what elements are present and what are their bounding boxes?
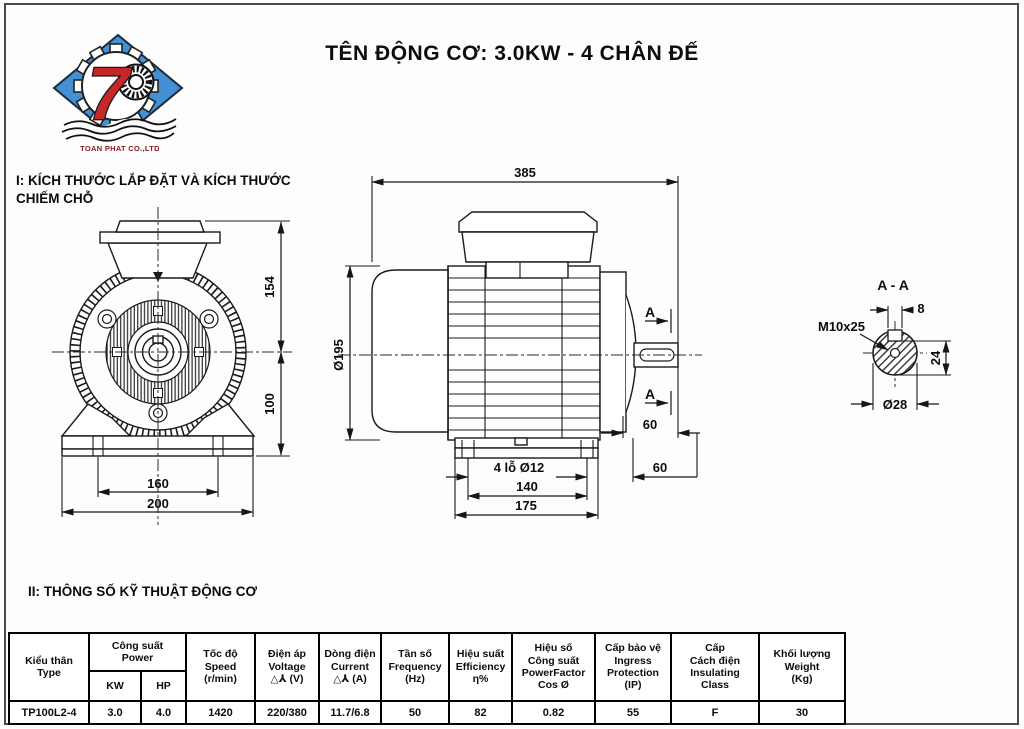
page-title: TÊN ĐỘNG CƠ: 3.0KW - 4 CHÂN ĐẾ	[325, 42, 699, 65]
dim-label-154: 154	[262, 275, 277, 297]
logo-company-name: TOAN PHAT CO.,LTD	[80, 144, 160, 153]
cell-speed: 1420	[185, 700, 256, 725]
cell-insulation: F	[670, 700, 760, 725]
wave-band	[50, 117, 190, 156]
col-header-type: Kiểu thân Type	[8, 632, 90, 702]
col-header-voltage: Điện áp Voltage △⅄ (V)	[254, 632, 320, 702]
cell-voltage: 220/380	[254, 700, 320, 725]
col-header-insulation: Cấp Cách điện Insulating Class	[670, 632, 760, 702]
cell-type: TP100L2-4	[8, 700, 90, 725]
section-marker-a-bottom: A	[645, 386, 655, 402]
col-header-weight: Khối lượng Weight (Kg)	[758, 632, 846, 702]
dim-label-60-offset: 60	[653, 460, 667, 475]
dim-label-140: 140	[516, 479, 538, 494]
dim-label-100: 100	[262, 393, 277, 415]
col-header-power: Công suất Power	[88, 632, 187, 672]
cell-efficiency: 82	[448, 700, 513, 725]
cell-protection: 55	[594, 700, 672, 725]
dim-label-160: 160	[147, 476, 169, 491]
col-header-efficiency: Hiệu suất Efficiency η%	[448, 632, 513, 702]
logo-monogram: 7	[87, 52, 133, 137]
side-view: 385 Ø195 A A 60 4 lỗ Ø12	[331, 165, 702, 519]
col-header-power-factor: Hiệu số Công suất PowerFactor Cos Ø	[511, 632, 596, 702]
cell-frequency: 50	[380, 700, 450, 725]
cell-kw: 3.0	[88, 700, 142, 725]
dim-label-dia28: Ø28	[883, 397, 908, 412]
cell-current: 11.7/6.8	[318, 700, 382, 725]
spec-table: Kiểu thân Type Công suất Power Tốc độ Sp…	[8, 632, 846, 725]
col-header-current: Dòng điện Current △⅄ (A)	[318, 632, 382, 702]
dim-label-385: 385	[514, 165, 536, 180]
dim-label-200: 200	[147, 496, 169, 511]
col-header-speed: Tốc độ Speed (r/min)	[185, 632, 256, 702]
section-i-heading: I: KÍCH THƯỚC LẮP ĐẶT VÀ KÍCH THƯỚC CHIẾ…	[16, 173, 291, 207]
dim-label-24: 24	[928, 350, 943, 365]
dim-label-175: 175	[515, 498, 537, 513]
section-aa-view: A - A 8 M10x25 24 Ø28	[818, 277, 951, 412]
dim-label-60-shaft: 60	[643, 417, 657, 432]
dim-label-foot-holes: 4 lỗ Ø12	[494, 460, 545, 475]
company-logo: 7 TOAN PHAT CO.,LTD	[50, 33, 190, 156]
col-header-frequency: Tần số Frequency (Hz)	[380, 632, 450, 702]
spec-row: TP100L2-4 3.0 4.0 1420 220/380 11.7/6.8 …	[8, 700, 846, 725]
section-ii-heading: II: THÔNG SỐ KỸ THUẬT ĐỘNG CƠ	[28, 584, 258, 599]
front-view: 154 100 160 200	[52, 207, 292, 525]
section-marker-a-top: A	[645, 304, 655, 320]
cell-hp: 4.0	[140, 700, 187, 725]
thread-spec-label: M10x25	[818, 319, 865, 334]
section-aa-title: A - A	[877, 277, 909, 293]
bearing-icon	[117, 63, 155, 101]
technical-drawing: 154 100 160 200	[52, 165, 951, 525]
dim-label-8: 8	[917, 301, 924, 316]
col-header-protection: Cấp bảo vệ Ingress Protection (IP)	[594, 632, 672, 702]
col-header-kw: KW	[88, 670, 142, 702]
cell-weight: 30	[758, 700, 846, 725]
col-header-hp: HP	[140, 670, 187, 702]
cell-power-factor: 0.82	[511, 700, 596, 725]
waves-icon	[61, 118, 177, 142]
dim-label-dia195: Ø195	[331, 339, 346, 371]
